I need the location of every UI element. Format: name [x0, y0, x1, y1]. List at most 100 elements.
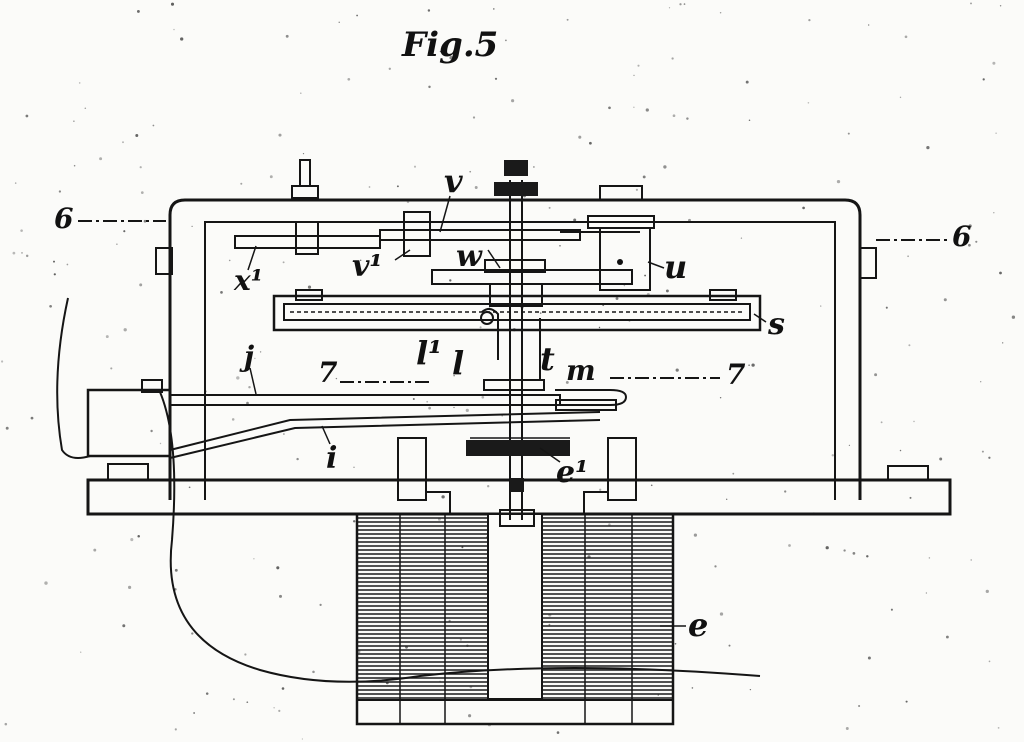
speckle-dot [635, 188, 638, 191]
speckle-dot [999, 5, 1002, 7]
speckle-dot [740, 237, 743, 239]
speckle-dot [193, 712, 195, 714]
speckle-dot [975, 240, 978, 243]
speckle-dot [269, 175, 273, 179]
speckle-dot [25, 254, 29, 258]
speckle-dot [909, 496, 912, 499]
speckle-dot [807, 102, 810, 104]
speckle-dot [352, 520, 356, 523]
speckle-dot [453, 375, 455, 377]
speckle-dot [335, 377, 338, 380]
speckle-dot [253, 558, 255, 560]
speckle-dot [191, 632, 194, 635]
speckle-dot [645, 108, 649, 112]
magnet-coil-e [355, 512, 675, 726]
speckle-dot [992, 61, 996, 65]
speckle-dot [461, 546, 464, 549]
coil-left-winding [358, 517, 488, 699]
speckle-dot [449, 56, 453, 60]
speckle-dot [136, 9, 140, 13]
speckle-dot [890, 608, 893, 611]
label-7-left: 7 [318, 356, 338, 389]
speckle-dot [925, 592, 928, 594]
speckle-dot [691, 687, 694, 689]
speckle-dot [469, 170, 472, 173]
speckle-dot [53, 273, 56, 276]
speckle-dot [472, 116, 476, 119]
speckle-dot [428, 85, 431, 89]
speckle-dot [282, 261, 285, 264]
speckle-dot [123, 328, 127, 332]
speckle-dot [143, 219, 147, 223]
speckle-dot [831, 454, 834, 457]
speckle-dot [650, 484, 653, 487]
speckle-dot [278, 709, 281, 712]
speckle-dot [748, 119, 751, 121]
label-u: u [664, 248, 687, 286]
speckle-dot [300, 92, 302, 94]
speckle-dot [904, 35, 908, 39]
speckle-dot [905, 700, 908, 703]
speckle-dot [479, 326, 482, 329]
speckle-dot [439, 50, 442, 53]
speckle-dot [493, 8, 495, 10]
speckle-dot [53, 260, 55, 263]
speckle-dot [674, 642, 677, 645]
speckle-dot [128, 585, 132, 589]
speckle-dot [93, 548, 97, 552]
section-lines [78, 220, 948, 383]
speckle-dot [205, 692, 209, 695]
speckle-dot [240, 182, 243, 185]
speckle-dot [501, 415, 503, 417]
label-v1: v¹ [352, 249, 383, 284]
speckle-dot [943, 298, 947, 302]
speckle-dot [279, 594, 282, 598]
speckle-dot [671, 57, 674, 60]
speckle-dot [21, 252, 23, 254]
speckle-dot [999, 271, 1002, 275]
speckle-dot [539, 312, 542, 314]
speckle-dot [866, 555, 869, 558]
speckle-dot [980, 381, 982, 383]
speckle-dot [748, 364, 750, 367]
speckle-dot [278, 133, 282, 137]
label-v: v [444, 162, 463, 200]
speckle-dot [633, 74, 635, 77]
speckle-dot [78, 82, 81, 84]
speckle-dot [191, 225, 193, 228]
speckle-dot [578, 135, 582, 139]
speckle-dot [556, 731, 560, 734]
speckle-dot [180, 37, 184, 41]
speckle-dot [174, 728, 177, 731]
speckle-dot [939, 457, 943, 461]
speckle-dot [99, 157, 103, 161]
speckle-dot [679, 3, 682, 6]
speckle-dot [608, 523, 611, 526]
speckle-dot [396, 185, 399, 188]
speckle-dot [663, 165, 667, 169]
speckle-dot [283, 433, 285, 435]
speckle-dot [683, 3, 686, 5]
speckle-dot [110, 367, 113, 370]
speckle-dot [413, 165, 417, 168]
speckle-dot [970, 2, 972, 5]
speckle-dot [30, 416, 34, 420]
speckle-dot [137, 535, 140, 538]
speckle-dot [573, 218, 577, 222]
speckle-dot [356, 14, 358, 17]
speckle-dot [73, 120, 75, 122]
speckle-dot [388, 67, 391, 70]
speckle-dot [449, 279, 452, 282]
speckle-dot [719, 396, 722, 399]
speckle-dot [248, 385, 251, 389]
speckle-dot [353, 466, 355, 468]
gear-e1 [466, 437, 570, 456]
speckle-dot [296, 457, 299, 461]
speckle-dot [642, 175, 646, 179]
speckle-dot [836, 179, 841, 184]
speckle-dot [533, 166, 535, 168]
label-e1: e¹ [556, 455, 588, 490]
speckle-dot [135, 134, 139, 137]
speckle-dot [997, 727, 1000, 729]
speckle-dot [899, 449, 902, 452]
